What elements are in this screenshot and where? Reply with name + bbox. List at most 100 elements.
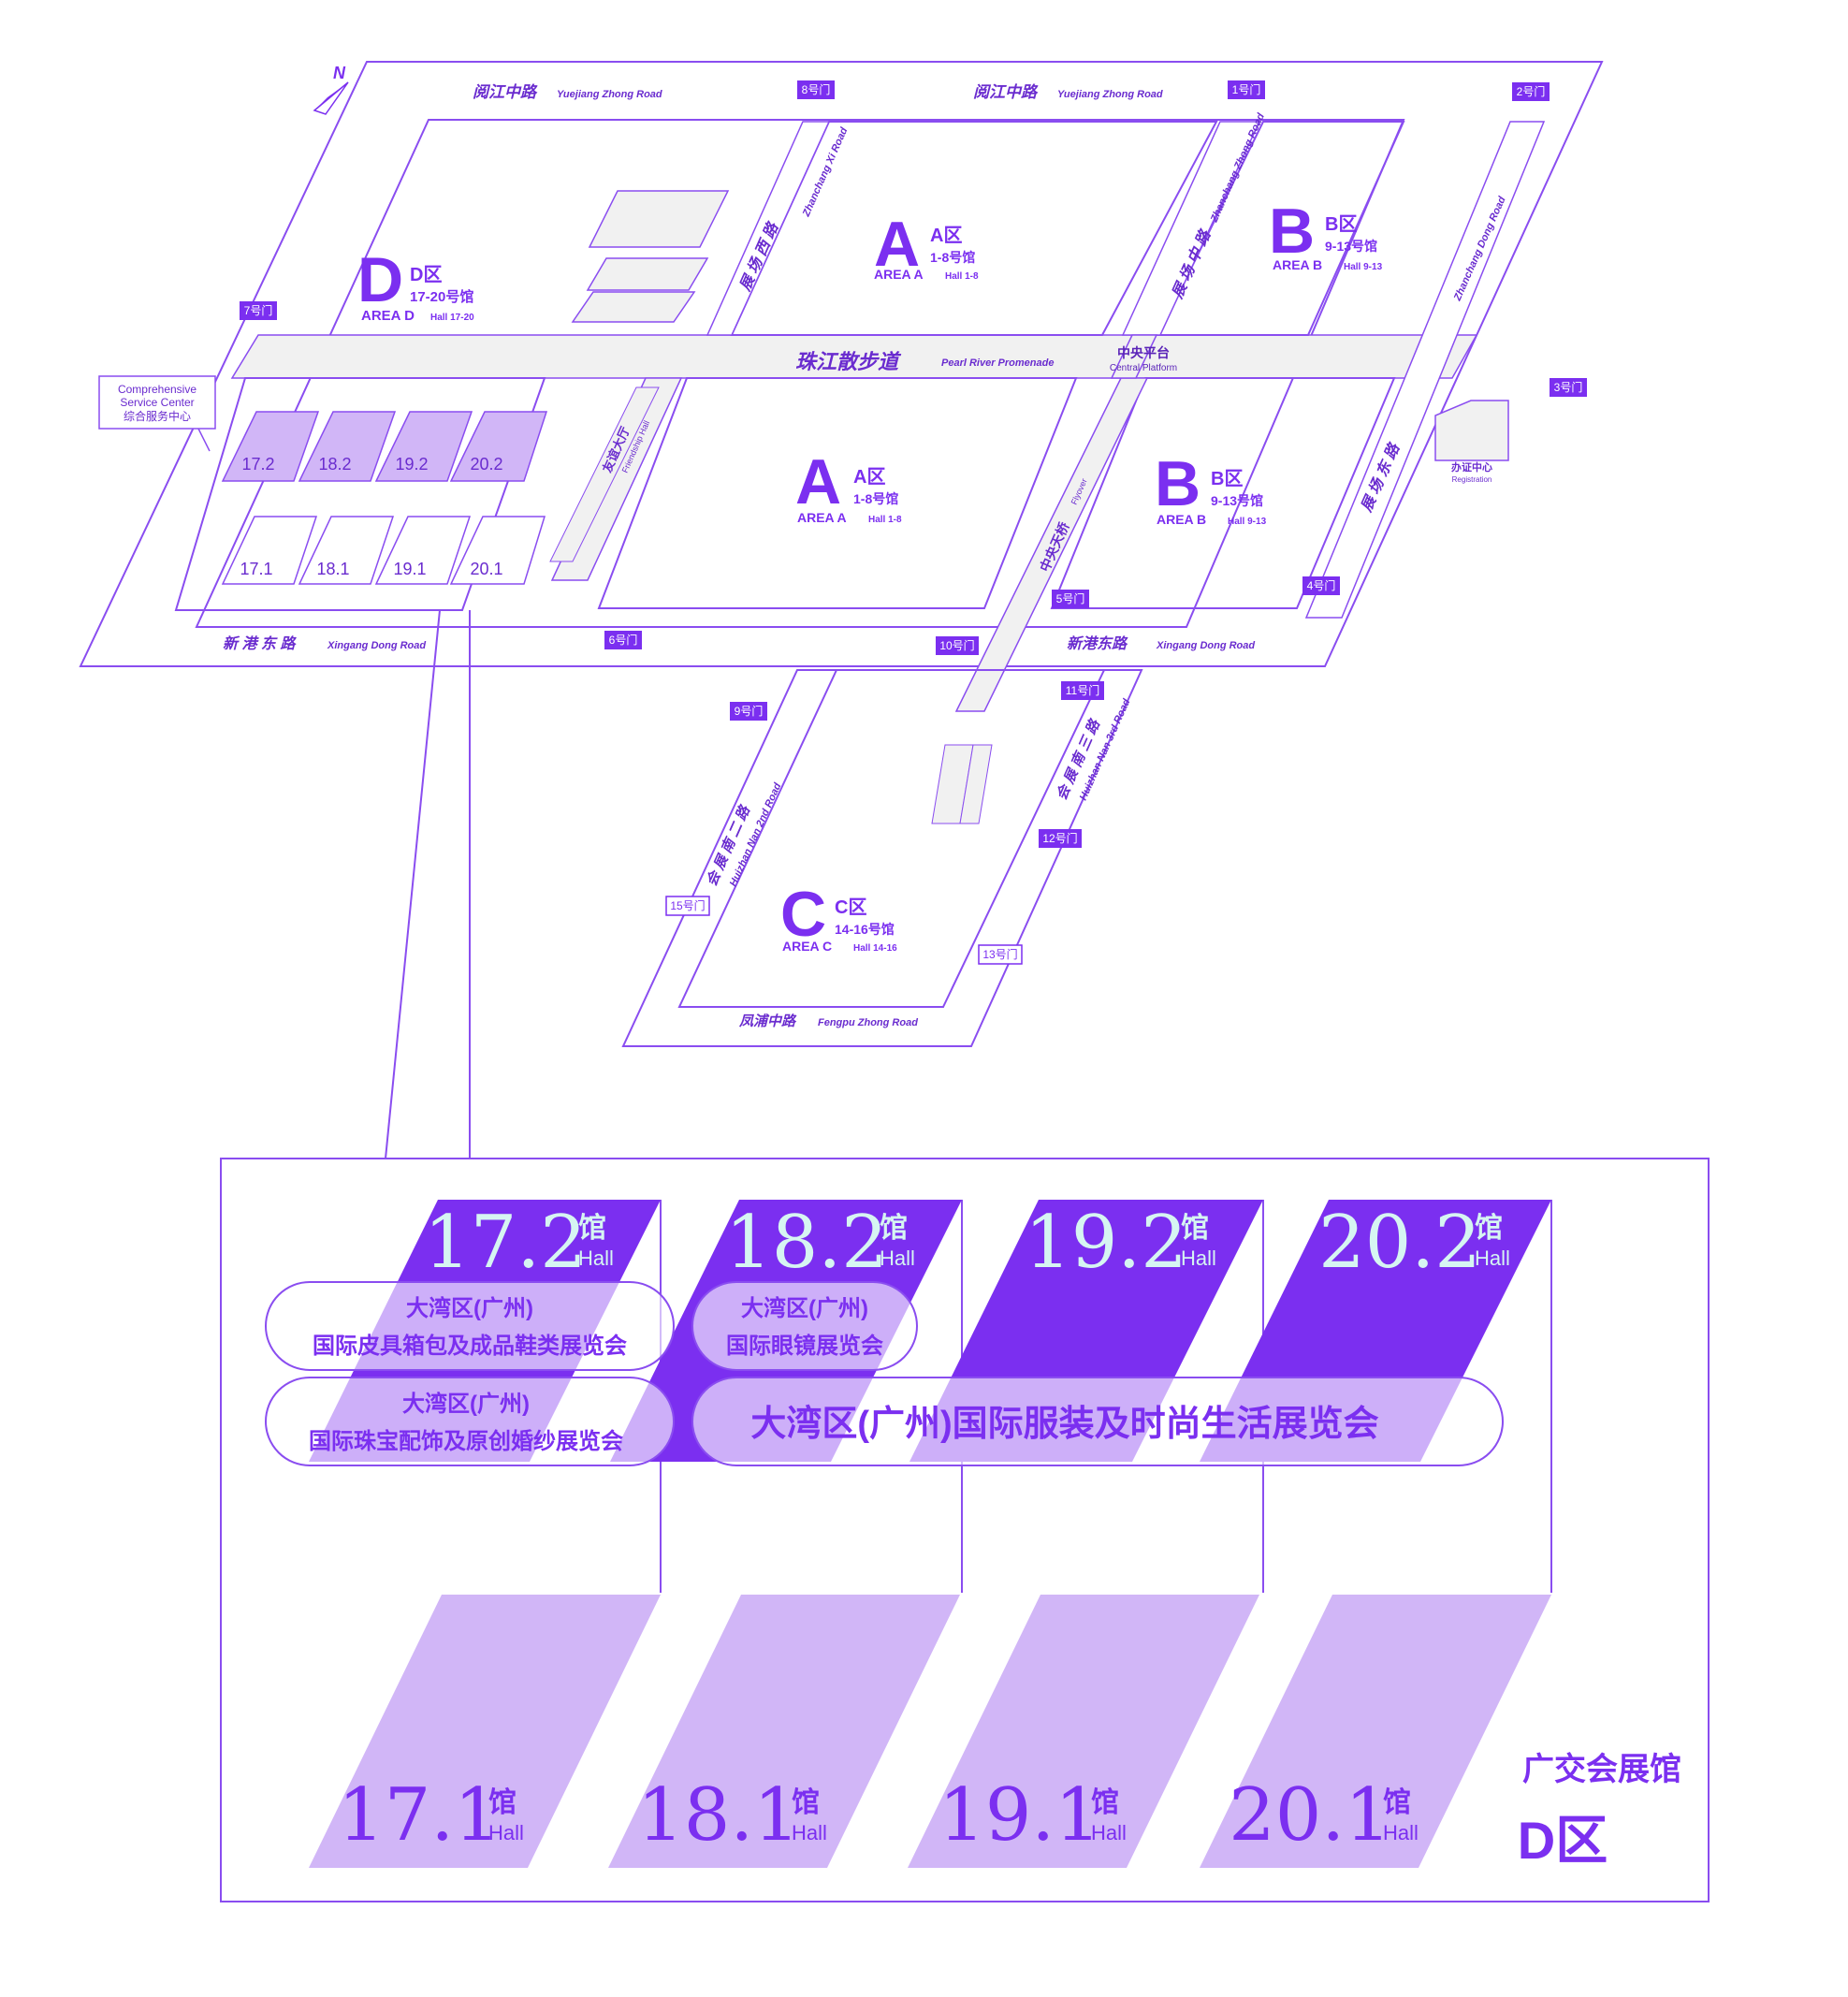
svg-text:Hall 9-13: Hall 9-13 <box>1344 262 1383 272</box>
svg-text:18.2: 18.2 <box>725 1201 888 1285</box>
svg-text:Hall: Hall <box>488 1821 524 1844</box>
svg-text:Hall: Hall <box>1475 1246 1510 1270</box>
xingang-road-label-1: 新 港 东 路 <box>223 635 297 652</box>
svg-text:B: B <box>1269 196 1315 267</box>
gate-12: 12号门 <box>1039 829 1082 848</box>
svg-text:Hall: Hall <box>1181 1246 1216 1270</box>
svg-text:A: A <box>874 209 920 280</box>
svg-text:馆: 馆 <box>1181 1212 1209 1244</box>
fengpu-road-en: Fengpu Zhong Road <box>818 1017 918 1028</box>
svg-text:国际珠宝配饰及原创婚纱展览会: 国际珠宝配饰及原创婚纱展览会 <box>309 1428 623 1454</box>
hall-20-1-shape <box>449 516 546 585</box>
hall-19-2-shape <box>374 411 473 482</box>
hall-18-1-shape <box>298 516 395 585</box>
svg-text:5号门: 5号门 <box>1056 591 1085 605</box>
hall-18-2-number: 18.2 馆 Hall <box>725 1201 915 1285</box>
detail-panel: 17.2 馆 Hall 18.2 馆 Hall 19.2 馆 Hall 20.2… <box>220 1158 1710 1902</box>
area-b-south-label: B B区 9-13号馆 AREA B Hall 9-13 <box>1155 448 1267 527</box>
svg-text:11号门: 11号门 <box>1066 683 1099 697</box>
callout-lines <box>385 609 471 1159</box>
svg-text:17.2: 17.2 <box>424 1201 587 1285</box>
gate-7: 7号门 <box>240 301 277 320</box>
area-a-north-label: A A区 1-8号馆 AREA A Hall 1-8 <box>874 209 979 282</box>
svg-text:12号门: 12号门 <box>1042 831 1077 845</box>
area-a-south-label: A A区 1-8号馆 AREA A Hall 1-8 <box>795 446 902 525</box>
building-block <box>588 190 730 248</box>
svg-text:9-13号馆: 9-13号馆 <box>1325 239 1377 254</box>
svg-text:大湾区(广州)国际服装及时尚生活展览会: 大湾区(广州)国际服装及时尚生活展览会 <box>750 1404 1378 1444</box>
svg-text:17.1: 17.1 <box>338 1773 501 1858</box>
gate-11: 11号门 <box>1061 681 1104 700</box>
hall-19-1-number: 19.1 馆 Hall <box>939 1773 1127 1858</box>
central-flyover <box>954 377 1149 712</box>
svg-text:A区: A区 <box>930 226 962 246</box>
yuejiang-road-label-2: 阅江中路 <box>973 83 1039 101</box>
svg-text:C: C <box>780 879 826 950</box>
svg-text:4号门: 4号门 <box>1307 578 1336 592</box>
registration-label-en: Registration <box>1452 475 1492 484</box>
svg-text:大湾区(广州): 大湾区(广州) <box>402 1391 530 1417</box>
small-hall-19-1: 19.1 <box>393 560 426 578</box>
hall-19-1-block <box>908 1595 1259 1868</box>
svg-text:馆: 馆 <box>792 1786 820 1818</box>
svg-text:大湾区(广州): 大湾区(广州) <box>741 1295 868 1321</box>
small-hall-18-2: 18.2 <box>318 455 351 474</box>
gate-10: 10号门 <box>936 636 979 655</box>
svg-text:19.2: 19.2 <box>1025 1201 1187 1285</box>
hall-18-1-number: 18.1 馆 Hall <box>637 1773 827 1858</box>
small-hall-17-2: 17.2 <box>241 455 274 474</box>
svg-text:馆: 馆 <box>1383 1786 1411 1818</box>
yuejiang-road-en-1: Yuejiang Zhong Road <box>557 89 662 100</box>
svg-text:B区: B区 <box>1211 469 1243 489</box>
svg-text:馆: 馆 <box>488 1786 517 1818</box>
central-platform-en: Central Platform <box>1110 363 1177 373</box>
xingang-road-en-1: Xingang Dong Road <box>327 640 426 651</box>
exhibition-leather: 大湾区(广州) 国际皮具箱包及成品鞋类展览会 <box>265 1281 675 1371</box>
svg-text:9-13号馆: 9-13号馆 <box>1211 493 1263 508</box>
hall-18-1-block <box>608 1595 960 1868</box>
zhanchang-dong-road-strip <box>1304 121 1546 619</box>
building-block <box>571 291 696 323</box>
svg-text:Hall: Hall <box>792 1821 827 1844</box>
small-hall-17-1: 17.1 <box>240 560 272 578</box>
hall-19-2-number: 19.2 馆 Hall <box>1025 1201 1216 1285</box>
gate-4: 4号门 <box>1302 576 1340 595</box>
svg-text:国际皮具箱包及成品鞋类展览会: 国际皮具箱包及成品鞋类展览会 <box>313 1333 627 1359</box>
hall-20-1-number: 20.1 馆 Hall <box>1229 1773 1419 1858</box>
svg-text:Hall: Hall <box>578 1246 614 1270</box>
xingang-road-en-2: Xingang Dong Road <box>1156 640 1255 651</box>
svg-text:9号门: 9号门 <box>735 704 764 718</box>
svg-text:2号门: 2号门 <box>1517 84 1546 98</box>
hall-17-2-shape <box>221 411 320 482</box>
compass-icon: N <box>313 64 349 115</box>
hall-20-2-number: 20.2 馆 Hall <box>1318 1201 1510 1285</box>
gate-3: 3号门 <box>1550 378 1587 397</box>
area-d-block <box>174 377 546 611</box>
svg-text:6号门: 6号门 <box>609 633 638 647</box>
svg-text:AREA D: AREA D <box>361 308 415 324</box>
building-block <box>549 386 660 562</box>
service-label-en-2: Service Center <box>120 396 194 409</box>
hall-17-1-block <box>309 1595 661 1868</box>
svg-text:15号门: 15号门 <box>670 898 705 912</box>
hall-17-1-number: 17.1 馆 Hall <box>338 1773 524 1858</box>
site-boundary <box>79 61 1604 667</box>
svg-text:18.1: 18.1 <box>637 1773 800 1858</box>
gate-2: 2号门 <box>1512 82 1550 101</box>
gate-1: 1号门 <box>1228 80 1265 99</box>
central-platform-label: 中央平台 <box>1117 345 1170 360</box>
compass-label: N <box>333 64 346 82</box>
svg-text:19.1: 19.1 <box>939 1773 1101 1858</box>
yuejiang-road-label-1: 阅江中路 <box>473 83 538 101</box>
hall-17-1-shape <box>221 516 318 585</box>
svg-text:馆: 馆 <box>1475 1212 1503 1244</box>
flyover-stairs <box>931 744 993 824</box>
svg-text:1号门: 1号门 <box>1232 82 1261 96</box>
svg-text:Hall: Hall <box>1091 1821 1127 1844</box>
registration-label-cn: 办证中心 <box>1451 460 1492 474</box>
small-hall-20-2: 20.2 <box>470 455 502 474</box>
zhanchang-xi-road-strip <box>706 121 831 336</box>
svg-text:8号门: 8号门 <box>802 82 831 96</box>
svg-text:14-16号馆: 14-16号馆 <box>835 922 895 937</box>
svg-text:13号门: 13号门 <box>982 947 1017 961</box>
